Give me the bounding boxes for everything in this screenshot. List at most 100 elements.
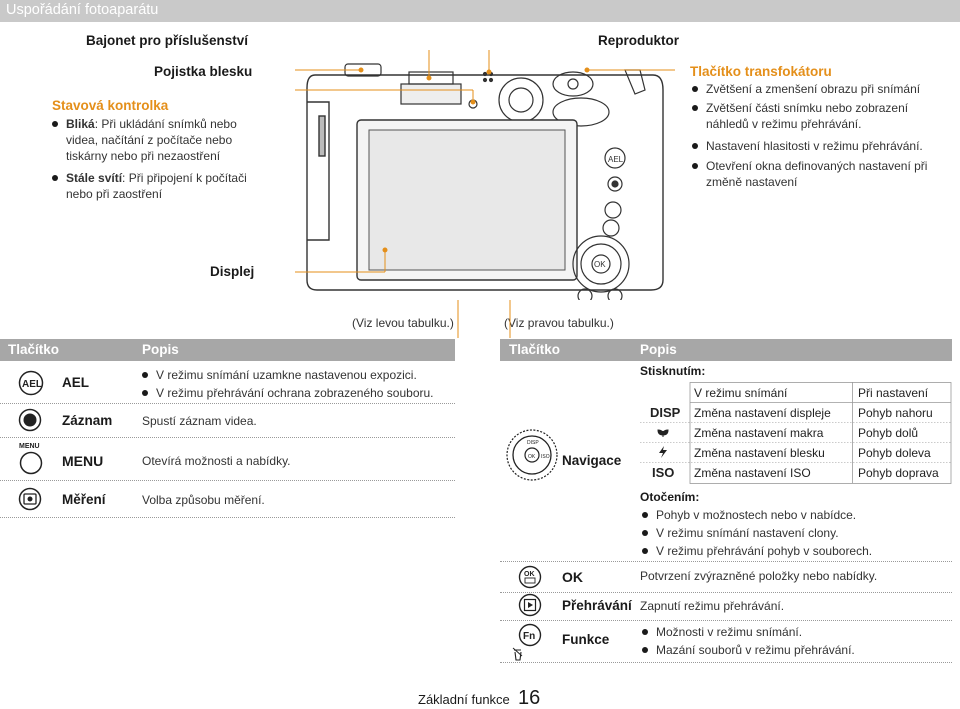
playback-button-icon xyxy=(518,593,542,617)
left-col-desc-header: Popis xyxy=(142,342,179,357)
bullet-dot xyxy=(642,512,648,518)
right-col-desc-header: Popis xyxy=(640,342,677,357)
svg-text:MENU: MENU xyxy=(19,443,40,450)
bullet-dot xyxy=(642,530,648,536)
row-divider xyxy=(0,437,455,438)
svg-text:OK: OK xyxy=(594,260,606,269)
ok-desc: Potvrzení zvýrazněné položky nebo nabídk… xyxy=(640,569,878,583)
record-button-icon xyxy=(18,408,42,432)
row-divider xyxy=(500,662,952,663)
svg-text:OK: OK xyxy=(524,571,535,578)
ok-label: OK xyxy=(562,569,583,585)
subtable-header-setting: Při nastavení xyxy=(858,386,929,400)
right-col-button-header: Tlačítko xyxy=(509,342,561,357)
zoom-button-title: Tlačítko transfokátoru xyxy=(690,64,832,79)
ael-button-icon: AEL xyxy=(18,370,44,396)
top-plate xyxy=(344,63,646,127)
footer-section: Základní funkce xyxy=(418,692,510,707)
press-title: Stisknutím: xyxy=(640,364,706,378)
status-lamp-item-1: Bliká: Při ukládání snímků nebo videa, n… xyxy=(52,116,262,164)
macro-shooting: Změna nastavení makra xyxy=(694,426,824,440)
right-buttons: AEL OK xyxy=(572,147,630,300)
zoom-item-2: Zvětšení části snímku nebo zobrazení náh… xyxy=(692,100,952,132)
row-divider xyxy=(500,592,952,593)
rotate-title: Otočením: xyxy=(640,490,700,504)
iso-setting: Pohyb doprava xyxy=(858,466,939,480)
disp-shooting: Změna nastavení displeje xyxy=(694,406,831,420)
rotate-item-2: V režimu snímání nastavení clony. xyxy=(642,525,942,541)
iso-shooting: Změna nastavení ISO xyxy=(694,466,811,480)
navigation-label: Navigace xyxy=(562,453,622,468)
footer-page-number: 16 xyxy=(518,687,541,709)
metering-button-icon xyxy=(18,487,42,511)
callout-bajonet: Bajonet pro příslušenství xyxy=(86,33,249,48)
record-label: Záznam xyxy=(62,413,113,428)
ok-button-icon: OK xyxy=(518,565,542,589)
flash-icon xyxy=(659,446,667,458)
navigation-dial-icon: DISP ISO OK xyxy=(506,429,558,481)
bullet-dot xyxy=(692,86,698,92)
svg-text:AEL: AEL xyxy=(608,155,624,164)
status-text-blika: : Při ukládání snímků nebo videa, načítá… xyxy=(66,117,237,163)
callout-pojistka: Pojistka blesku xyxy=(154,64,253,79)
disp-icon: DISP xyxy=(650,405,681,420)
camera-body xyxy=(306,74,664,291)
camera-illustration: AEL OK xyxy=(295,50,675,300)
bullet-dot xyxy=(642,629,648,635)
playback-desc: Zapnutí režimu přehrávání. xyxy=(640,599,785,613)
svg-text:DISP: DISP xyxy=(527,440,539,446)
metering-label: Měření xyxy=(62,492,106,507)
metering-desc: Volba způsobu měření. xyxy=(142,493,265,507)
ael-bullet-2: V režimu přehrávání ochrana zobrazeného … xyxy=(142,385,452,401)
note-left: (Viz levou tabulku.) xyxy=(352,316,454,330)
zoom-item-1: Zvětšení a zmenšení obrazu při snímání xyxy=(692,81,952,97)
iso-icon: ISO xyxy=(652,465,675,480)
zoom-item-4: Otevření okna definovaných nastavení při… xyxy=(692,158,952,190)
row-divider xyxy=(500,620,952,621)
playback-label: Přehrávání xyxy=(562,598,632,613)
function-item-1: Možnosti v režimu snímání. xyxy=(642,624,942,640)
callout-reproduktor: Reproduktor xyxy=(598,33,679,48)
macro-icon xyxy=(657,429,669,437)
rotate-item-1: Pohyb v možnostech nebo v nabídce. xyxy=(642,507,942,523)
status-lamp-item-2: Stále svítí: Při připojení k počítači ne… xyxy=(52,170,262,202)
menu-desc: Otevírá možnosti a nabídky. xyxy=(142,454,291,468)
nav-subtable-grid xyxy=(640,382,952,484)
function-button-icon: Fn xyxy=(512,623,542,661)
disp-setting: Pohyb nahoru xyxy=(858,406,933,420)
flash-setting: Pohyb doleva xyxy=(858,446,931,460)
right-table-header: Tlačítko Popis xyxy=(500,339,952,361)
record-desc: Spustí záznam videa. xyxy=(142,414,257,428)
ael-bullet-1: V režimu snímání uzamkne nastavenou expo… xyxy=(142,367,452,383)
zoom-item-3: Nastavení hlasitosti v režimu přehrávání… xyxy=(692,138,952,154)
callout-lines xyxy=(295,50,675,273)
menu-button-icon: MENU xyxy=(19,443,43,475)
function-item-2: Mazání souborů v režimu přehrávání. xyxy=(642,642,942,658)
row-divider xyxy=(0,403,455,404)
function-label: Funkce xyxy=(562,632,610,647)
note-right: (Viz pravou tabulku.) xyxy=(504,316,614,330)
ael-label: AEL xyxy=(62,375,89,390)
svg-text:AEL: AEL xyxy=(22,379,42,390)
bullet-dot xyxy=(642,647,648,653)
page-title: Uspořádání fotoaparátu xyxy=(6,2,159,18)
bullet-dot xyxy=(692,163,698,169)
row-divider xyxy=(0,480,455,481)
status-lamp-title: Stavová kontrolka xyxy=(52,98,169,113)
rotate-item-3: V režimu přehrávání pohyb v souborech. xyxy=(642,543,942,559)
callout-displej: Displej xyxy=(210,264,255,279)
left-table-header: Tlačítko Popis xyxy=(0,339,455,361)
bullet-dot xyxy=(52,121,58,127)
bullet-dot xyxy=(52,175,58,181)
bullet-dot xyxy=(692,143,698,149)
status-text-sviti: : Při připojení k počítači nebo při zaos… xyxy=(66,171,247,201)
note-bracket-lines xyxy=(457,300,511,338)
header-bar: Uspořádání fotoaparátu xyxy=(0,0,960,22)
svg-text:OK: OK xyxy=(528,454,536,460)
bullet-dot xyxy=(142,390,148,396)
svg-text:ISO: ISO xyxy=(541,454,550,460)
row-divider xyxy=(0,517,455,518)
left-col-button-header: Tlačítko xyxy=(8,342,60,357)
bullet-dot xyxy=(692,105,698,111)
flash-shooting: Změna nastavení blesku xyxy=(694,446,825,460)
